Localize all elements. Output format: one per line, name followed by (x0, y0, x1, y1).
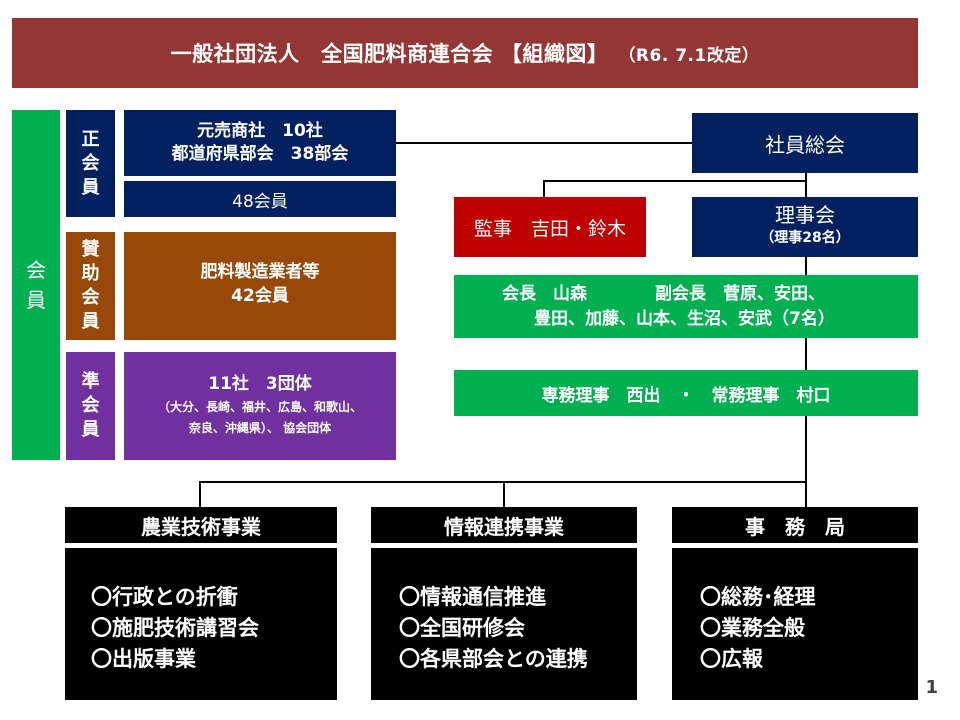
connector-board-to-executives (805, 255, 807, 275)
title-main: 一般社団法人 全国肥料商連合会 【組織図】 (170, 42, 609, 66)
org-chart-title: 一般社団法人 全国肥料商連合会 【組織図】 （R6. 7.1改定） (12, 18, 918, 88)
connector-members-to-meeting (396, 142, 692, 144)
division-item: 〇行政との折衝 (91, 585, 238, 609)
division-item: 〇総務･経理 (700, 585, 816, 609)
connector-division-2 (503, 481, 505, 508)
connector-meeting-to-board (805, 173, 807, 198)
associate-members-detail: 11社 3団体 （大分、長崎、福井、広島、和歌山、 奈良、沖縄県）、 協会団体 (124, 352, 396, 460)
supporting-members-detail: 肥料製造業者等 42会員 (124, 232, 396, 340)
regular-members-label: 正 会 員 (66, 110, 115, 217)
connector-auditor-vertical (543, 180, 545, 197)
regular-members-count: 48会員 (124, 181, 396, 217)
connector-auditor-horizontal (543, 180, 806, 182)
title-revision: （R6. 7.1改定） (618, 45, 760, 66)
division-item: 〇全国研修会 (399, 616, 525, 640)
connector-division-1 (199, 481, 201, 508)
division-item: 〇広報 (700, 647, 763, 671)
page-number: 1 (925, 677, 938, 698)
division-item: 〇業務全般 (700, 616, 805, 640)
division-header-agri-tech: 農業技術事業 (65, 507, 337, 543)
auditor-box: 監事 吉田・鈴木 (454, 197, 646, 257)
general-meeting-box: 社員総会 (692, 113, 918, 173)
executives-box: 会長 山森 副会長 菅原、安田、 豊田、加藤、山本、生沼、安武（7名） (454, 275, 918, 338)
connector-executives-to-directors (805, 338, 807, 370)
division-item: 〇各県部会との連携 (399, 647, 588, 671)
connector-directors-to-divisions (805, 416, 807, 508)
members-label: 会 員 (12, 110, 60, 460)
division-item: 〇情報通信推進 (399, 585, 546, 609)
division-item: 〇出版事業 (91, 647, 196, 671)
associate-members-label: 準 会 員 (66, 352, 115, 460)
division-item: 〇施肥技術講習会 (91, 616, 259, 640)
division-body-secretariat: 〇総務･経理 〇業務全般 〇広報 (672, 548, 918, 700)
board-box: 理事会 （理事28名） (692, 197, 918, 257)
directors-box: 専務理事 西出 ・ 常務理事 村口 (454, 370, 918, 416)
division-header-info-link: 情報連携事業 (371, 507, 637, 543)
regular-members-detail: 元売商社 10社 都道府県部会 38部会 (124, 110, 396, 176)
supporting-members-label: 賛 助 会 員 (66, 232, 115, 340)
division-body-info-link: 〇情報通信推進 〇全国研修会 〇各県部会との連携 (371, 548, 637, 700)
division-header-secretariat: 事 務 局 (672, 507, 918, 543)
division-body-agri-tech: 〇行政との折衝 〇施肥技術講習会 〇出版事業 (65, 548, 337, 700)
